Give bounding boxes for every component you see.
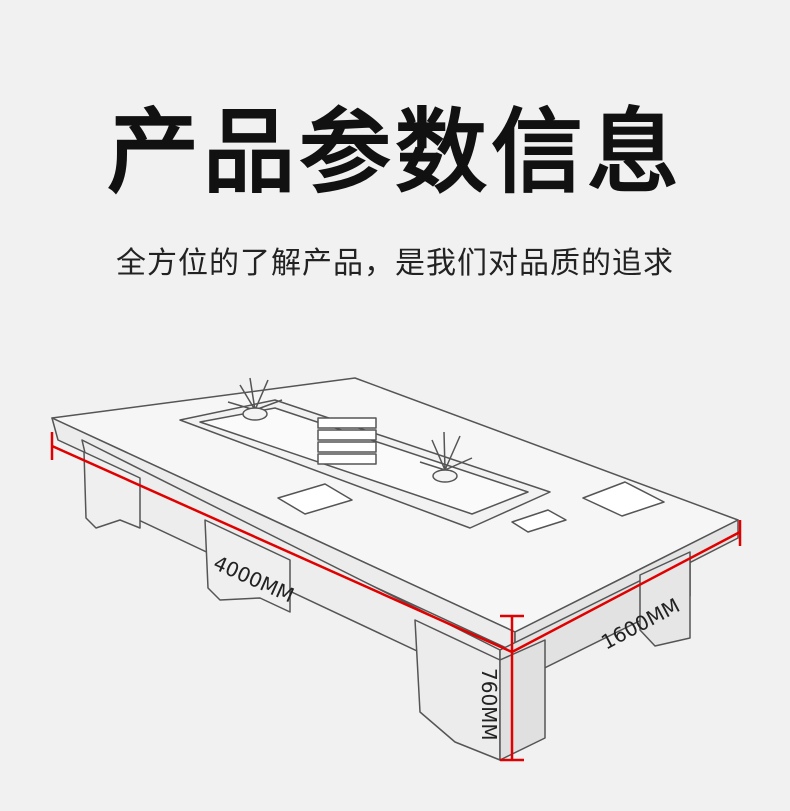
leg-left-front: [83, 451, 141, 529]
leg-front-corner: [414, 619, 501, 761]
leg-right: [639, 551, 691, 647]
plant-left: [227, 377, 283, 421]
table-sketch: [51, 377, 739, 761]
leg-middle: [204, 519, 291, 613]
page-title: 产品参数信息: [106, 99, 683, 206]
leg-front-corner-side: [499, 639, 546, 761]
top-panel-left: [277, 483, 353, 515]
document-stack: [317, 417, 377, 465]
dimension-lines: [50, 432, 742, 762]
height-label: 760MM: [477, 668, 501, 741]
plant-right: [419, 431, 473, 483]
top-panel-right: [582, 481, 665, 517]
top-panel-front: [511, 509, 567, 533]
length-dimension-line: [51, 444, 513, 654]
page-subtitle: 全方位的了解产品，是我们对品质的追求: [116, 246, 674, 281]
width-dimension-line: [511, 530, 741, 654]
